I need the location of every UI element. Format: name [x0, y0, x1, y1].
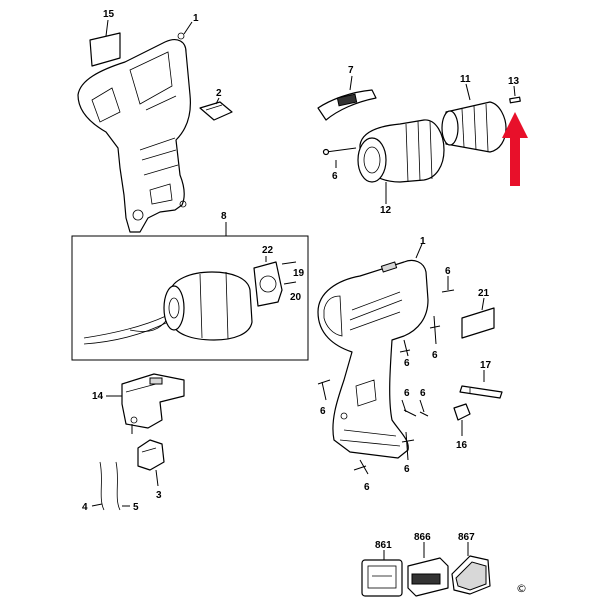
label-plate-15 [89, 32, 121, 67]
label-6-e: 6 [420, 388, 426, 399]
label-867: 867 [458, 532, 475, 543]
label-6-a: 6 [445, 266, 451, 277]
motor-box [71, 222, 309, 361]
label-6-h: 6 [364, 482, 370, 493]
motor-frame [71, 235, 309, 361]
case-861 [361, 559, 403, 597]
label-6-b: 6 [432, 350, 438, 361]
label-15: 15 [103, 9, 115, 20]
housing-half-left [77, 19, 233, 233]
label-6-d: 6 [404, 388, 410, 399]
label-8: 8 [221, 211, 227, 222]
label-13: 13 [508, 76, 520, 87]
clip-16 [453, 403, 471, 436]
label-6-c: 6 [404, 358, 410, 369]
screws-group [317, 276, 455, 475]
label-22: 22 [262, 245, 274, 256]
label-12: 12 [380, 205, 392, 216]
label-3: 3 [156, 490, 162, 501]
label-20: 20 [290, 292, 302, 303]
cover-7 [317, 89, 377, 121]
drill-body-assembled [317, 243, 429, 459]
label-19: 19 [293, 268, 305, 279]
label-5: 5 [133, 502, 139, 513]
accessories [361, 542, 491, 597]
label-14: 14 [92, 391, 104, 402]
highlight-arrow [502, 112, 528, 186]
switch-button-2 [199, 101, 233, 121]
gearbox-assembly [317, 75, 528, 204]
label-11: 11 [460, 74, 471, 85]
bit-17 [459, 370, 503, 399]
label-16: 16 [456, 440, 468, 451]
label-21: 21 [478, 288, 490, 299]
label-1-main: 1 [420, 236, 426, 247]
label-17: 17 [480, 360, 492, 371]
label-861: 861 [375, 540, 392, 551]
label-plate-21 [461, 297, 495, 339]
label-866: 866 [414, 532, 431, 543]
label-7: 7 [348, 65, 354, 76]
switch-assembly [91, 373, 185, 511]
label-4: 4 [82, 502, 88, 513]
label-1-top: 1 [193, 13, 199, 24]
label-2: 2 [216, 88, 222, 99]
label-6-chuck: 6 [332, 171, 338, 182]
label-6-f: 6 [320, 406, 326, 417]
label-6-g: 6 [404, 464, 410, 475]
copyright-symbol: © [516, 582, 527, 595]
